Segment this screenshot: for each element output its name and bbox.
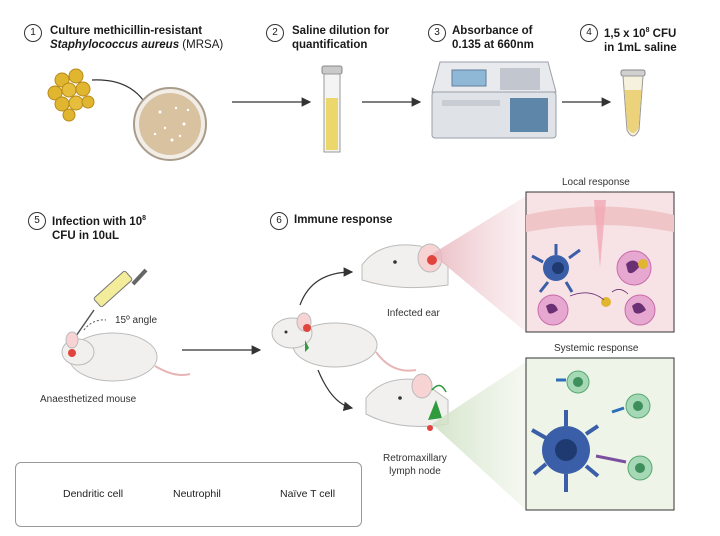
step-2-title: Saline dilution for quantification (292, 24, 389, 52)
legend-naive-t-cell-label: Naïve T cell (280, 488, 336, 500)
legend-box: Dendritic cell Neutrophil Naïve T cell (15, 462, 362, 527)
spectrophotometer-icon (431, 61, 557, 139)
local-response-label: Local response (562, 177, 630, 188)
naive-t-cell-systemic-icon-2 (611, 393, 651, 419)
step-3-line2: 0.135 at 660nm (452, 39, 534, 51)
step-5-line2: CFU in 10uL (52, 229, 120, 242)
naive-t-cell-systemic-icon-3 (595, 454, 653, 481)
petri-dish-icon (133, 87, 207, 161)
lymph-node-head-icon (365, 373, 449, 431)
step-1-line1: Culture methicillin-resistant (50, 25, 203, 37)
mrsa-cluster-icon (47, 68, 95, 122)
systemic-response-label: Systemic response (554, 343, 639, 354)
step-5-number: 5 (28, 212, 46, 230)
infected-ear-head-icon (361, 243, 449, 289)
step-3-line1: Absorbance of (452, 25, 533, 37)
angle-label: 15º angle (115, 315, 158, 326)
step-2-number: 2 (266, 24, 284, 42)
step-5-exponent: 8 (142, 215, 146, 222)
step-2-line1: Saline dilution for (292, 25, 390, 37)
local-response-panel (525, 191, 675, 333)
step-4-line2: in 1mL saline (604, 41, 677, 54)
naive-t-cell-systemic-icon-1 (556, 370, 590, 394)
infected-ear-label: Infected ear (387, 308, 440, 319)
legend-dendritic-cell-label: Dendritic cell (63, 488, 124, 500)
anaesthetized-mouse-icon (61, 331, 191, 382)
step-4-exponent: 8 (645, 27, 650, 34)
step-5-line1: Infection with 10 (52, 215, 143, 228)
neutrophil-local-icon-3 (624, 294, 656, 326)
lymph-node-label: Retromaxillary lymph node (383, 452, 447, 478)
step-6-title: Immune response (294, 214, 393, 226)
tube-icon (620, 69, 646, 137)
step-2-line2: quantification (292, 39, 368, 51)
step-3-title: Absorbance of 0.135 at 660nm (452, 24, 534, 52)
step-1-abbrev: (MRSA) (179, 39, 224, 51)
local-zoom-cone (432, 196, 526, 332)
dendritic-cell-local-icon (531, 244, 581, 293)
lymph-node-label-line1: Retromaxillary (383, 453, 447, 464)
systemic-zoom-cone (432, 362, 526, 510)
step-1-organism: Staphylococcus aureus (50, 39, 180, 51)
mouse-icon (271, 312, 417, 372)
anaesthetized-mouse-label: Anaesthetized mouse (40, 394, 137, 405)
step-5-title: Infection with 108 CFU in 10uL (52, 212, 146, 243)
neutrophil-local-icon-1 (616, 250, 652, 286)
step-4-line1: 1,5 x 10 (604, 27, 646, 40)
step-1-number: 1 (24, 24, 42, 42)
step-3-number: 3 (428, 24, 446, 42)
lymph-node-label-line2: lymph node (389, 466, 441, 477)
dendritic-cell-systemic-icon (531, 410, 600, 492)
step-1-title: Culture methicillin-resistant Staphyloco… (50, 24, 223, 52)
legend-neutrophil-label: Neutrophil (173, 488, 221, 500)
step-4-unit: CFU (649, 27, 677, 40)
step-6-number: 6 (270, 212, 288, 230)
step-4-number: 4 (580, 24, 598, 42)
systemic-response-panel (525, 357, 675, 511)
neutrophil-local-icon-2 (537, 294, 569, 326)
syringe-icon (75, 268, 148, 337)
step-4-title: 1,5 x 108 CFU in 1mL saline (604, 24, 677, 55)
cuvette-icon (321, 65, 343, 153)
